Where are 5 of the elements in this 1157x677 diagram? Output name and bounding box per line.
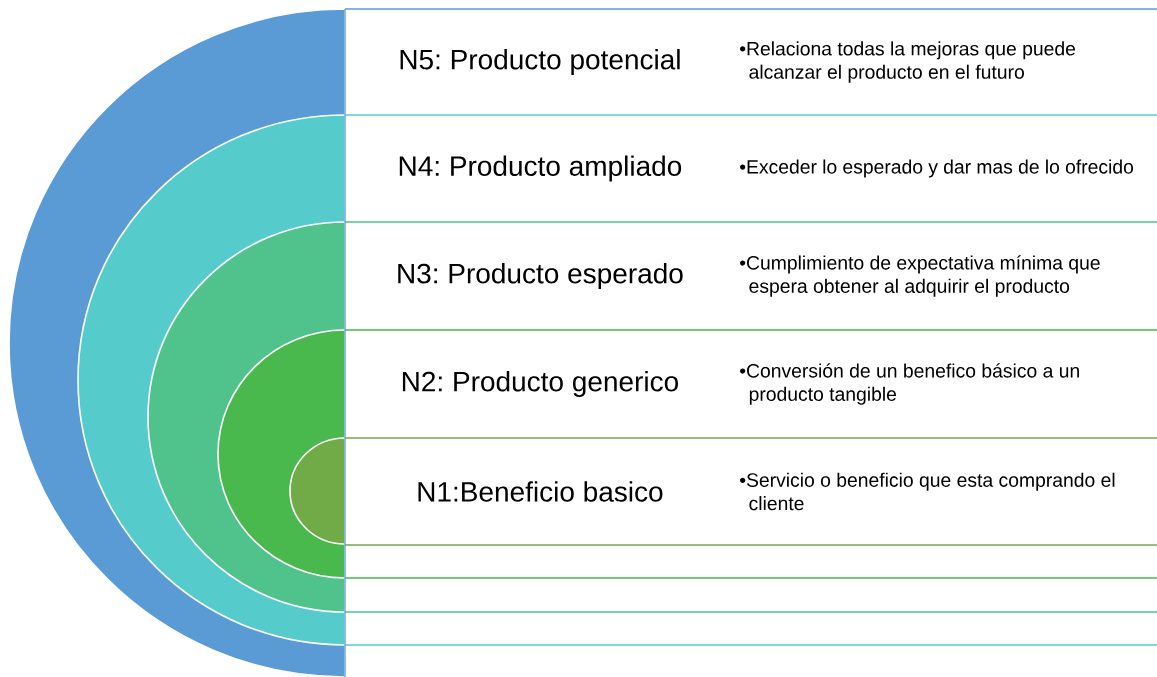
level-row: N1:Beneficio basico •Servicio o beneficio que esta comprando el cliente xyxy=(418,472,1115,511)
level-row: N2: Producto generico •Conversión de un benefico básico a un producto tangible xyxy=(402,363,1079,405)
level-row: N4: Producto ampliado •Exceder lo esperado y dar mas de lo ofrecido xyxy=(399,155,1134,182)
level-row: N3: Producto esperado •Cumplimiento de expectativa mínima que espera obtener al adquirir el producto xyxy=(398,255,1100,297)
level-row: N5: Producto potencial •Relaciona todas la mejoras que puede alcanzar el producto en el futuro xyxy=(400,41,1076,83)
